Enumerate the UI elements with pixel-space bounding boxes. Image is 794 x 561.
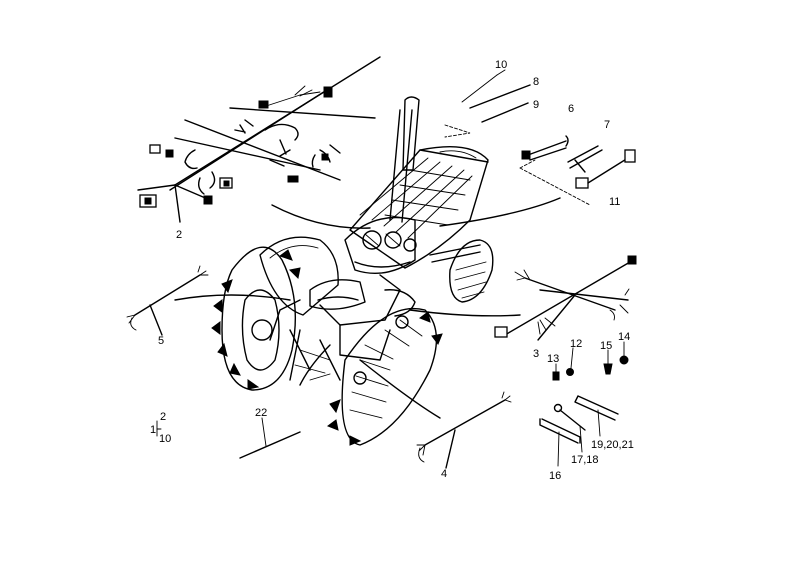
hardware-parts-12-21	[539, 341, 629, 467]
callout-13: 13	[547, 353, 559, 365]
cable-parts-8-10	[444, 69, 531, 138]
callout-8: 8	[533, 76, 539, 88]
rear-left-wheel	[211, 246, 301, 391]
legend-bottom: 10	[159, 433, 171, 445]
callout-12: 12	[570, 338, 582, 350]
callout-22: 22	[255, 407, 267, 419]
front-wiring-harness	[416, 391, 512, 469]
callout-11: 11	[609, 196, 620, 208]
callout-labels: 2 3 4 5 6 7 8 9 10 11 12 13 14 15 16 17,…	[158, 59, 634, 482]
callout-6: 6	[568, 103, 574, 115]
tractor-body	[259, 96, 494, 386]
rear-right-wheel	[326, 307, 443, 446]
callout-15: 15	[600, 340, 612, 352]
callout-2: 2	[176, 229, 182, 241]
callout-4: 4	[441, 468, 447, 480]
callout-3: 3	[533, 348, 539, 360]
callout-16: 16	[549, 470, 561, 482]
callout-10: 10	[495, 59, 507, 71]
rear-wiring-harness	[494, 255, 637, 341]
callout-17-18: 17,18	[571, 454, 599, 466]
callout-14: 14	[618, 331, 630, 343]
side-wiring-harness	[126, 265, 209, 336]
callout-7: 7	[604, 119, 610, 131]
legend-top: 2	[160, 411, 166, 423]
leader-lines	[174, 197, 561, 419]
callout-9: 9	[533, 99, 539, 111]
connector-parts-6-7-11	[519, 135, 636, 206]
loose-cable-22	[239, 417, 301, 459]
callout-19-21: 19,20,21	[591, 439, 634, 451]
callout-5: 5	[158, 335, 164, 347]
range-legend: 1 2 10	[150, 411, 171, 445]
main-wiring-harness	[137, 56, 381, 223]
legend-lead: 1	[150, 424, 156, 436]
